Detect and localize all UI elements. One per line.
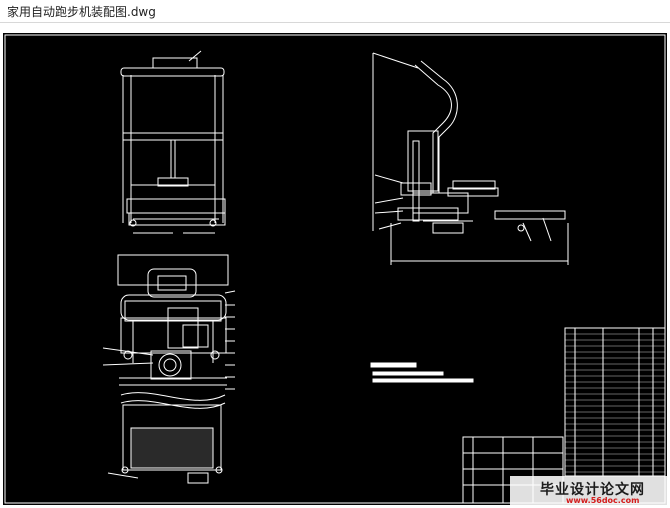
front-view	[120, 50, 226, 234]
watermark-text: 毕业设计论文网	[540, 482, 645, 498]
watermark-url: www.56doc.com	[566, 496, 640, 505]
window-title: 家用自动跑步机装配图.dwg	[7, 5, 156, 19]
drawing-canvas[interactable]	[3, 33, 667, 505]
technical-notes	[370, 362, 474, 383]
top-view	[102, 254, 236, 484]
drawing-frame	[4, 34, 666, 504]
assembly-drawing	[4, 34, 666, 504]
title-bar: 家用自动跑步机装配图.dwg	[0, 0, 670, 23]
side-view	[372, 52, 569, 265]
watermark-background	[510, 476, 670, 508]
parts-list-rows	[565, 333, 665, 473]
